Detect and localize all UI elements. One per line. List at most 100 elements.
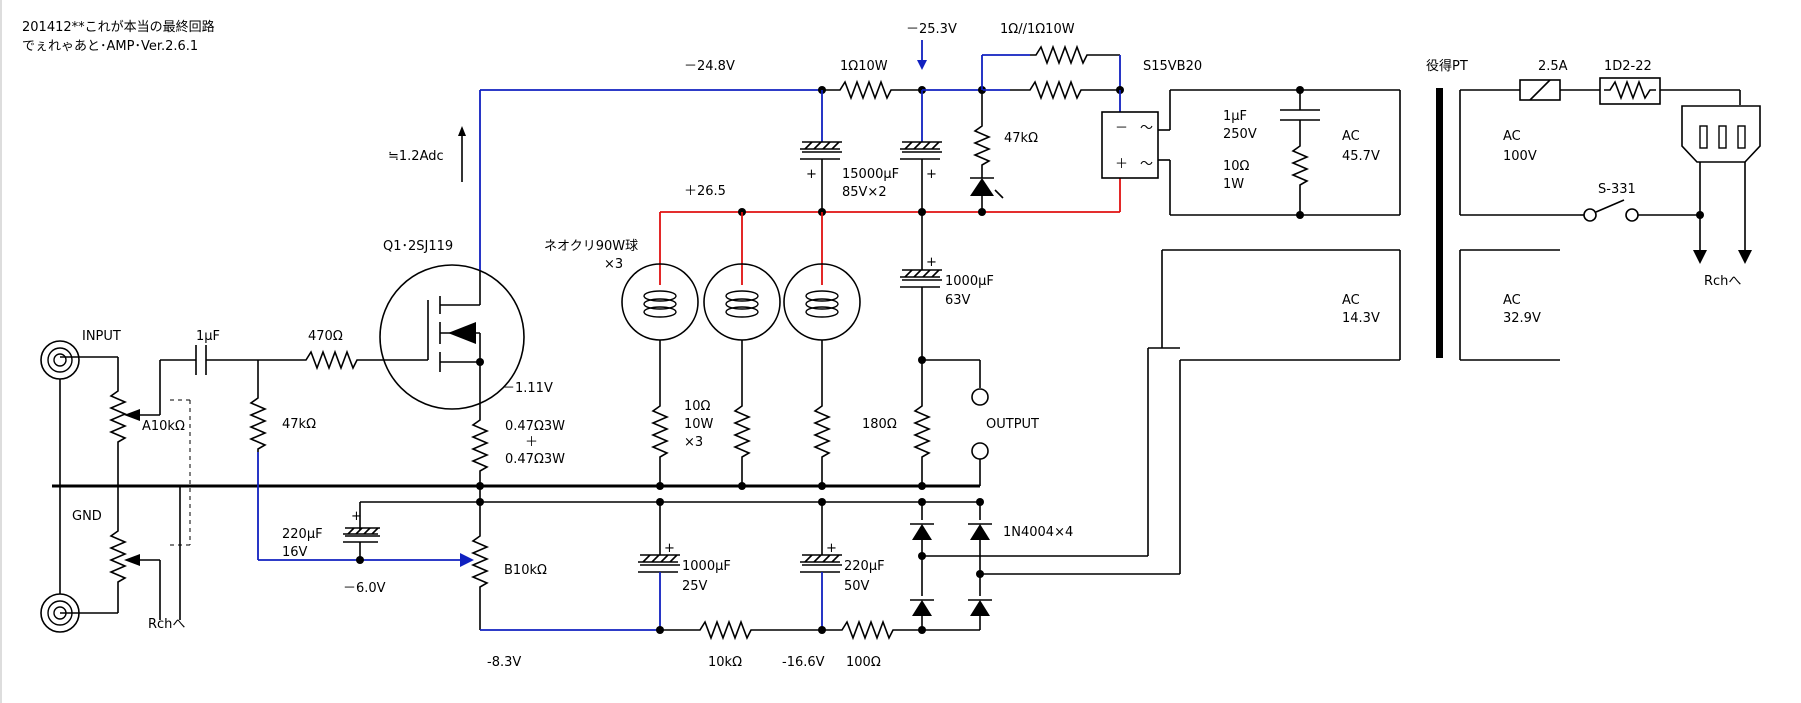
res-source [470, 414, 490, 486]
res-10k [660, 619, 822, 641]
res-source-label-2: 0.47Ω3W [505, 452, 565, 467]
switch-contact-1 [1583, 208, 1597, 222]
res-470-label: 470Ω [308, 329, 343, 344]
pot-b10k-wiper-arrow [460, 553, 474, 567]
rch-right-label: Rchへ [1704, 274, 1741, 289]
cap-1000uf-63v [900, 269, 942, 288]
cap-1000-63-label-1: 1000μF [945, 274, 994, 289]
res-parallel-top [1030, 44, 1120, 66]
res-parallel-label: 1Ω//1Ω10W [1000, 22, 1075, 37]
led [970, 175, 1004, 199]
res-47k-label: 47kΩ [282, 417, 316, 432]
title-line-1: 201412**これが本当の最終回路 [22, 19, 215, 35]
thermistor-label: 1D2-22 [1604, 59, 1652, 74]
switch-label: S-331 [1598, 182, 1636, 197]
cap-220uf-50v [800, 554, 842, 573]
cap-15000-plus-b: + [926, 167, 937, 182]
ac-45-label-1: AC [1342, 129, 1360, 144]
title-line-2: でぇれゃあと･AMP･Ver.2.6.1 [22, 39, 198, 54]
cap-1000uf-25v [638, 554, 680, 573]
res-1ohm10w-label: 1Ω10W [840, 59, 888, 74]
transformer-label: 役得PT [1426, 58, 1468, 74]
rch-left-label: Rchへ [148, 617, 185, 632]
pot-a10k-wiper-arrow [124, 409, 140, 421]
cap-220-50-plus: + [826, 541, 837, 556]
bridge-label: S15VB20 [1143, 59, 1202, 74]
diode-4 [968, 599, 992, 616]
diode-3 [968, 523, 992, 540]
res-10ohm-2 [732, 400, 752, 486]
ac-32-label-2: 32.9V [1503, 311, 1541, 326]
bridge-plus: ＋ [1115, 157, 1128, 172]
bulbs-label: ネオクリ90W球 [544, 239, 638, 254]
cap-1000-25-label-1: 1000μF [682, 559, 731, 574]
v-neg8-3: -8.3V [487, 655, 521, 670]
pot-rch-wiper-arrow [124, 554, 140, 566]
cap-15000uf-b [900, 141, 942, 160]
v-neg6-0: －6.0V [343, 581, 386, 596]
transistor-q1 [379, 264, 525, 410]
res-180 [912, 400, 932, 486]
cap-220-50-label-2: 50V [844, 579, 870, 594]
res-10ohm-label-1: 10Ω [684, 399, 711, 414]
res-10ohm-label-3: ×3 [684, 435, 703, 450]
fuse-label: 2.5A [1538, 59, 1568, 74]
res-47k-led-label: 47kΩ [1004, 131, 1038, 146]
ac-14-label-2: 14.3V [1342, 311, 1380, 326]
res-10ohm-1 [650, 400, 670, 486]
transformer-core [1436, 88, 1443, 358]
res-parallel-bottom [1010, 79, 1120, 101]
bridge-ac-2: ～ [1140, 157, 1153, 172]
res-180-label: 180Ω [862, 417, 897, 432]
v-neg24-8: －24.8V [684, 59, 735, 74]
bulbs-count: ×3 [604, 257, 623, 272]
res-100-label: 100Ω [846, 655, 881, 670]
ac-inlet [1681, 105, 1761, 163]
pot-b10k-label: B10kΩ [504, 563, 547, 578]
res-47k-led [972, 120, 992, 175]
res-10ohm-label-2: 10W [684, 417, 714, 432]
v-pos26-5: ＋26.5 [684, 184, 726, 199]
rch-arrow-2 [1738, 250, 1752, 264]
res-10k-label: 10kΩ [708, 655, 742, 670]
snubber-res-label-2: 1W [1223, 177, 1244, 192]
diode-2 [910, 599, 934, 616]
cap-220-16-label-2: 16V [282, 545, 308, 560]
cap-1000-63-plus: + [926, 255, 937, 270]
cap-15000-label-1: 15000μF [842, 167, 899, 182]
rch-arrow-1 [1693, 250, 1707, 264]
snubber-res [1290, 140, 1310, 215]
cap-15000-plus-a: + [806, 167, 817, 182]
bridge-rectifier [1101, 111, 1159, 179]
ac-100-label-1: AC [1503, 129, 1521, 144]
pot-a10k-label: A10kΩ [142, 419, 185, 434]
input-label: INPUT [82, 329, 121, 344]
cap-220-16-label-1: 220μF [282, 527, 323, 542]
cap-15000-label-2: 85V×2 [842, 185, 887, 200]
pot-b10k [470, 530, 490, 630]
v-neg1-11: －1.11V [502, 381, 553, 396]
res-source-plus: ＋ [525, 435, 538, 450]
cap-15000uf-a [800, 141, 842, 160]
diodes-label: 1N4004×4 [1003, 525, 1073, 540]
cap-1000-25-label-2: 25V [682, 579, 708, 594]
input-jack [40, 340, 80, 380]
output-label: OUTPUT [986, 417, 1039, 432]
bridge-ac-1: ～ [1140, 121, 1153, 136]
ac-100-label-2: 100V [1503, 149, 1537, 164]
current-label: ≒1.2Adc [388, 149, 444, 164]
cap-1000-63-label-2: 63V [945, 293, 971, 308]
output-terminal-bottom [971, 442, 989, 460]
cap-220uf-16v [343, 527, 380, 543]
bridge-minus: － [1115, 121, 1128, 136]
res-47k [248, 392, 268, 452]
snubber-cap-label-1: 1μF [1223, 109, 1247, 124]
res-source-label-1: 0.47Ω3W [505, 419, 565, 434]
diode-1 [910, 523, 934, 540]
gnd-label: GND [72, 509, 102, 524]
cap-220-16-plus: + [351, 509, 362, 524]
ac-45-label-2: 45.7V [1342, 149, 1380, 164]
pot-rch [108, 525, 128, 585]
current-arrow-head [458, 126, 466, 136]
